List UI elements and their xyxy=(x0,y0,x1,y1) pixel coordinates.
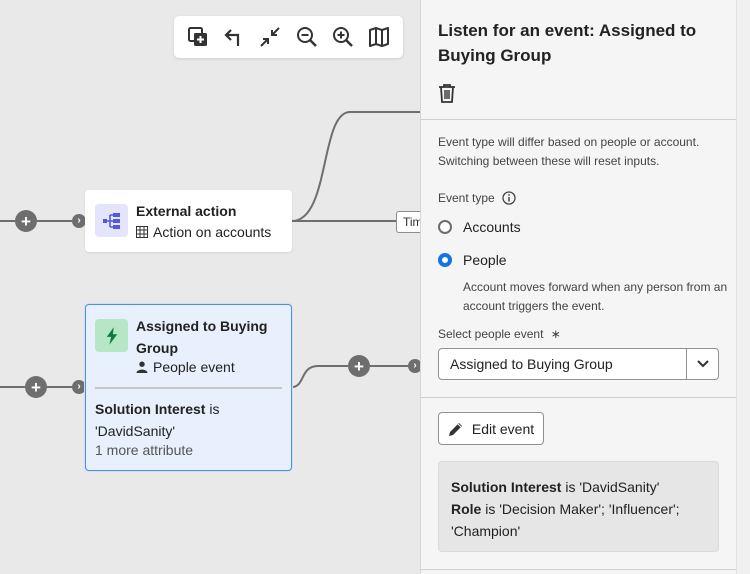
event-summary: Solution Interest is 'DavidSanity' Role … xyxy=(438,461,719,552)
event-type-label-text: Event type xyxy=(438,191,495,205)
add-step-button[interactable]: + xyxy=(25,376,47,398)
summary-condition: is 'DavidSanity' xyxy=(561,479,660,495)
people-event-select[interactable]: Assigned to Buying Group xyxy=(438,348,719,380)
select-value: Assigned to Buying Group xyxy=(450,356,613,372)
node-divider xyxy=(95,387,282,389)
zoom-in-button[interactable] xyxy=(328,22,358,52)
trash-icon xyxy=(439,84,455,103)
undo-button[interactable] xyxy=(219,22,249,52)
plus-icon: + xyxy=(354,356,364,376)
fit-screen-button[interactable] xyxy=(255,22,285,52)
chevron-right-icon: › xyxy=(77,381,81,392)
undo-arrow-icon xyxy=(224,29,240,46)
select-label-text: Select people event xyxy=(438,327,544,341)
summary-attribute: Role xyxy=(451,501,482,517)
journey-canvas[interactable]: + › External action Action on accounts xyxy=(0,0,420,574)
connector-arrow[interactable]: › xyxy=(72,380,86,394)
condition-attribute: Solution Interest xyxy=(95,401,206,417)
condition-value: 'DavidSanity' xyxy=(95,423,176,439)
panel-title: Listen for an event: Assigned to Buying … xyxy=(438,21,697,65)
event-type-description: Event type will differ based on people o… xyxy=(438,135,700,168)
canvas-connectors xyxy=(0,111,420,388)
node-subtitle: Action on accounts xyxy=(153,224,272,240)
plus-icon: + xyxy=(31,377,41,397)
more-attributes-link[interactable]: 1 more attribute xyxy=(95,442,194,458)
pencil-icon xyxy=(448,422,462,436)
zoom-out-button[interactable] xyxy=(292,22,322,52)
chevron-right-icon: › xyxy=(77,215,81,226)
info-icon[interactable] xyxy=(502,191,516,205)
plus-icon: + xyxy=(21,211,31,231)
radio-button[interactable] xyxy=(438,220,452,234)
chevron-down-icon xyxy=(696,360,709,368)
summary-condition: is 'Decision Maker'; 'Influencer'; 'Cham… xyxy=(451,501,680,539)
radio-label: Accounts xyxy=(463,219,521,235)
summary-attribute: Solution Interest xyxy=(451,479,562,495)
people-help-text: Account moves forward when any person fr… xyxy=(463,280,728,313)
zoom-out-icon xyxy=(296,27,317,47)
radio-button-selected[interactable] xyxy=(438,253,452,267)
add-step-button[interactable]: + xyxy=(348,355,370,377)
duplicate-button[interactable] xyxy=(183,22,213,52)
time-tag[interactable]: Time xyxy=(396,211,420,233)
connector-arrow[interactable]: › xyxy=(72,214,86,228)
condition-operator: is xyxy=(205,401,220,417)
edit-event-label: Edit event xyxy=(471,420,535,437)
section-divider xyxy=(421,119,737,120)
time-tag-label: Time xyxy=(403,215,420,229)
panel-scrollbar[interactable] xyxy=(736,0,750,574)
dropdown-button[interactable] xyxy=(686,349,718,379)
radio-label: People xyxy=(463,252,507,268)
table-icon xyxy=(136,226,148,238)
radio-people[interactable]: People xyxy=(438,252,507,268)
radio-accounts[interactable]: Accounts xyxy=(438,219,521,235)
chevron-right-icon: › xyxy=(413,360,417,371)
select-event-label: Select people event ∗ xyxy=(438,327,561,341)
delete-button[interactable] xyxy=(438,83,458,103)
collapse-icon xyxy=(260,27,281,47)
section-divider xyxy=(421,397,737,398)
connector-arrow[interactable]: › xyxy=(408,359,420,373)
node-condition: Solution Interest is 'DavidSanity' xyxy=(95,398,285,442)
external-action-node[interactable]: External action Action on accounts xyxy=(85,190,292,252)
node-title: External action xyxy=(136,203,237,219)
canvas-toolbar xyxy=(174,16,403,58)
section-divider xyxy=(421,569,737,570)
add-step-button[interactable]: + xyxy=(15,210,37,232)
lightning-icon xyxy=(95,319,128,352)
zoom-in-icon xyxy=(332,27,353,47)
node-subtitle: People event xyxy=(153,359,235,375)
external-action-icon xyxy=(95,204,128,237)
edit-event-button[interactable]: Edit event xyxy=(438,412,544,445)
map-icon xyxy=(368,27,389,47)
node-title: Assigned to Buying Group xyxy=(136,318,268,356)
add-duplicate-icon xyxy=(188,27,208,46)
person-icon xyxy=(136,361,148,373)
required-asterisk: ∗ xyxy=(550,327,561,341)
minimap-button[interactable] xyxy=(364,22,394,52)
event-node[interactable]: Assigned to Buying Group People event So… xyxy=(85,304,292,471)
properties-panel: Listen for an event: Assigned to Buying … xyxy=(420,0,750,574)
event-type-label: Event type xyxy=(438,191,516,205)
